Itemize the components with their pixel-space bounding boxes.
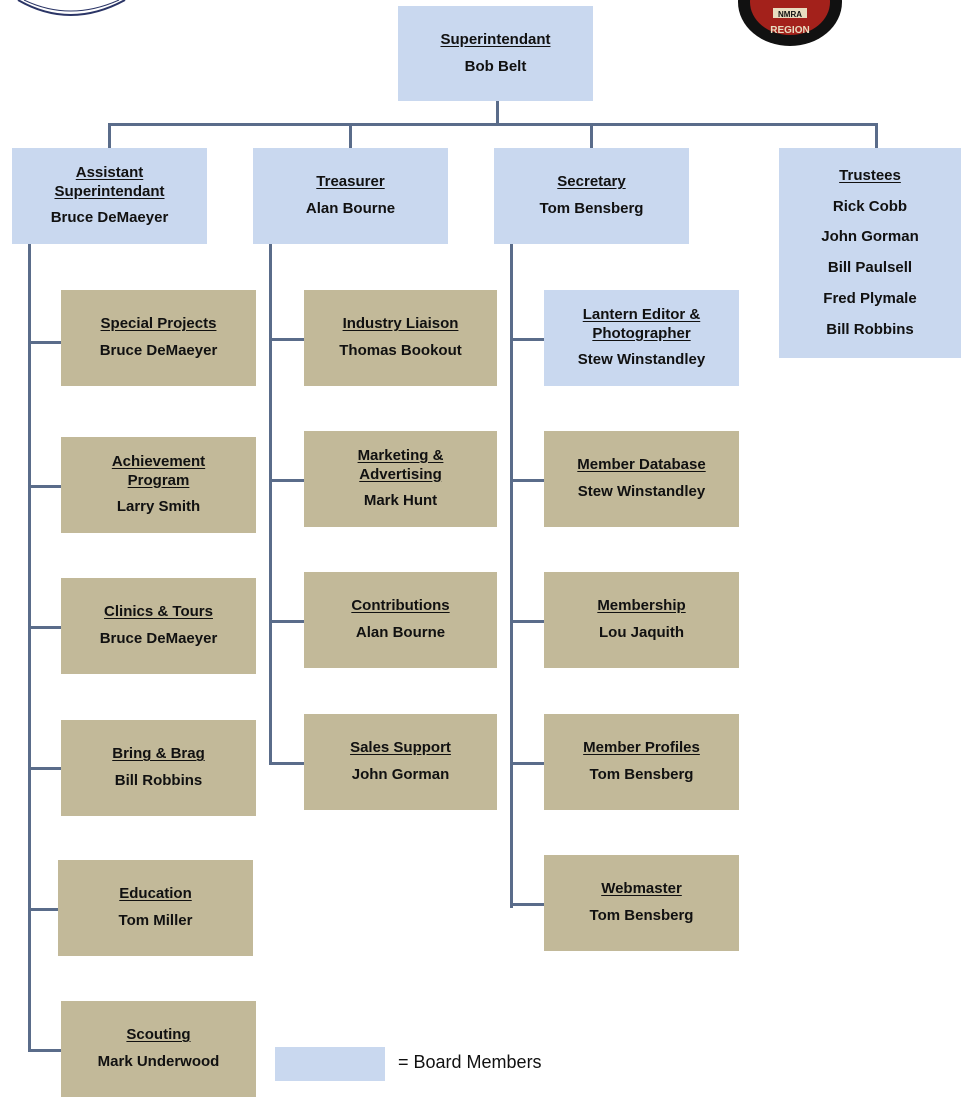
committee-title: Education bbox=[119, 885, 192, 903]
committee-title: Bring & Brag bbox=[112, 745, 205, 763]
committee-title: Membership bbox=[597, 597, 686, 615]
committee-chair: Bruce DeMaeyer bbox=[99, 342, 218, 359]
connector-secretary-branch-1 bbox=[510, 338, 544, 341]
committee-chair: Thomas Bookout bbox=[339, 342, 462, 359]
superintendant-box: Superintendant Bob Belt bbox=[398, 6, 593, 101]
connector-assistant-branch-5 bbox=[28, 908, 58, 911]
committee-chair: John Gorman bbox=[351, 766, 450, 783]
connector-drop-assistant bbox=[108, 123, 111, 148]
connector-secretary-branch-5 bbox=[510, 903, 544, 906]
committee-title: Special Projects bbox=[100, 315, 217, 333]
committee-title-line1: Marketing & bbox=[357, 446, 444, 464]
committee-industry-liaison: Industry Liaison Thomas Bookout bbox=[304, 290, 497, 386]
committee-chair: Tom Bensberg bbox=[589, 907, 694, 924]
committee-title-line1: Achievement bbox=[111, 452, 206, 470]
committee-title-line2: Photographer bbox=[592, 324, 691, 342]
assistant-name: Bruce DeMaeyer bbox=[50, 209, 169, 227]
svg-text:NMRA: NMRA bbox=[778, 10, 802, 19]
connector-treasurer-branch-2 bbox=[269, 479, 304, 482]
committee-education: Education Tom Miller bbox=[58, 860, 253, 956]
treasurer-box: Treasurer Alan Bourne bbox=[253, 148, 448, 244]
trustees-box: Trustees Rick Cobb John Gorman Bill Paul… bbox=[779, 148, 961, 358]
committee-achievement-program: Achievement Program Larry Smith bbox=[61, 437, 256, 533]
committee-marketing-advertising: Marketing & Advertising Mark Hunt bbox=[304, 431, 497, 527]
treasurer-title: Treasurer bbox=[316, 173, 385, 191]
connector-secretary-branch-2 bbox=[510, 479, 544, 482]
secretary-box: Secretary Tom Bensberg bbox=[494, 148, 689, 244]
trustee-name: Bill Robbins bbox=[826, 320, 914, 338]
connector-secretary-spine bbox=[510, 244, 513, 908]
committee-chair: Stew Winstandley bbox=[577, 483, 706, 500]
committee-title: Member Profiles bbox=[583, 739, 700, 757]
connector-assistant-branch-3 bbox=[28, 626, 61, 629]
secretary-name: Tom Bensberg bbox=[539, 200, 644, 217]
committee-sales-support: Sales Support John Gorman bbox=[304, 714, 497, 810]
connector-secretary-branch-3 bbox=[510, 620, 544, 623]
committee-webmaster: Webmaster Tom Bensberg bbox=[544, 855, 739, 951]
committee-membership: Membership Lou Jaquith bbox=[544, 572, 739, 668]
connector-secretary-branch-4 bbox=[510, 762, 544, 765]
committee-title-line1: Lantern Editor & bbox=[582, 305, 701, 323]
committee-title: Industry Liaison bbox=[342, 315, 459, 333]
connector-assistant-branch-6 bbox=[28, 1049, 61, 1052]
committee-title-line2: Advertising bbox=[359, 465, 442, 483]
committee-chair: Bruce DeMaeyer bbox=[99, 630, 218, 647]
legend-label: = Board Members bbox=[398, 1052, 542, 1072]
committee-chair: Mark Hunt bbox=[363, 492, 438, 510]
connector-treasurer-spine bbox=[269, 244, 272, 765]
committee-chair: Larry Smith bbox=[116, 498, 201, 516]
superintendant-name: Bob Belt bbox=[464, 57, 527, 75]
trustees-title: Trustees bbox=[839, 166, 901, 184]
committee-chair: Tom Miller bbox=[118, 912, 193, 929]
committee-chair: Mark Underwood bbox=[97, 1053, 220, 1070]
committee-member-database: Member Database Stew Winstandley bbox=[544, 431, 739, 527]
committee-title: Scouting bbox=[126, 1026, 191, 1044]
connector-drop-trustees bbox=[875, 123, 878, 148]
connector-assistant-spine bbox=[28, 244, 31, 1052]
connector-treasurer-branch-4 bbox=[269, 762, 304, 765]
committee-member-profiles: Member Profiles Tom Bensberg bbox=[544, 714, 739, 810]
assistant-superintendant-box: Assistant Superintendant Bruce DeMaeyer bbox=[12, 148, 207, 244]
trustee-name: Fred Plymale bbox=[823, 289, 917, 307]
region-badge-logo: NMRA REGION bbox=[738, 0, 842, 46]
committee-title-line2: Program bbox=[127, 471, 190, 489]
connector-drop-treasurer bbox=[349, 123, 352, 148]
committee-title: Sales Support bbox=[350, 739, 451, 757]
treasurer-name: Alan Bourne bbox=[305, 200, 396, 217]
assistant-title-line1: Assistant bbox=[75, 163, 144, 181]
svg-text:REGION: REGION bbox=[770, 25, 809, 36]
committee-title: Clinics & Tours bbox=[104, 603, 213, 621]
committee-scouting: Scouting Mark Underwood bbox=[61, 1001, 256, 1097]
connector-drop-secretary bbox=[590, 123, 593, 148]
committee-special-projects: Special Projects Bruce DeMaeyer bbox=[61, 290, 256, 386]
committee-title: Webmaster bbox=[601, 880, 682, 898]
left-seal-logo bbox=[17, 0, 126, 16]
trustee-name: John Gorman bbox=[821, 228, 919, 246]
committee-clinics-tours: Clinics & Tours Bruce DeMaeyer bbox=[61, 578, 256, 674]
connector-assistant-branch-4 bbox=[28, 767, 61, 770]
trustee-name: Bill Paulsell bbox=[827, 259, 913, 276]
legend-board-swatch bbox=[275, 1047, 385, 1081]
connector-assistant-branch-1 bbox=[28, 341, 61, 344]
secretary-title: Secretary bbox=[557, 173, 626, 191]
connector-treasurer-branch-3 bbox=[269, 620, 304, 623]
assistant-title-line2: Superintendant bbox=[54, 182, 165, 200]
committee-chair: Bill Robbins bbox=[114, 772, 203, 789]
committee-chair: Alan Bourne bbox=[355, 624, 446, 641]
connector-super-down bbox=[496, 100, 499, 125]
superintendant-title: Superintendant bbox=[440, 30, 551, 48]
connector-horizontal-bus bbox=[108, 123, 878, 126]
connector-assistant-branch-2 bbox=[28, 485, 61, 488]
committee-chair: Stew Winstandley bbox=[577, 351, 706, 369]
trustee-name: Rick Cobb bbox=[832, 197, 908, 215]
connector-treasurer-branch-1 bbox=[269, 338, 304, 341]
committee-chair: Tom Bensberg bbox=[589, 766, 694, 783]
committee-lantern-editor-photographer: Lantern Editor & Photographer Stew Winst… bbox=[544, 290, 739, 386]
committee-bring-brag: Bring & Brag Bill Robbins bbox=[61, 720, 256, 816]
committee-title: Member Database bbox=[577, 456, 706, 474]
committee-title: Contributions bbox=[351, 597, 450, 615]
committee-chair: Lou Jaquith bbox=[599, 624, 684, 641]
committee-contributions: Contributions Alan Bourne bbox=[304, 572, 497, 668]
